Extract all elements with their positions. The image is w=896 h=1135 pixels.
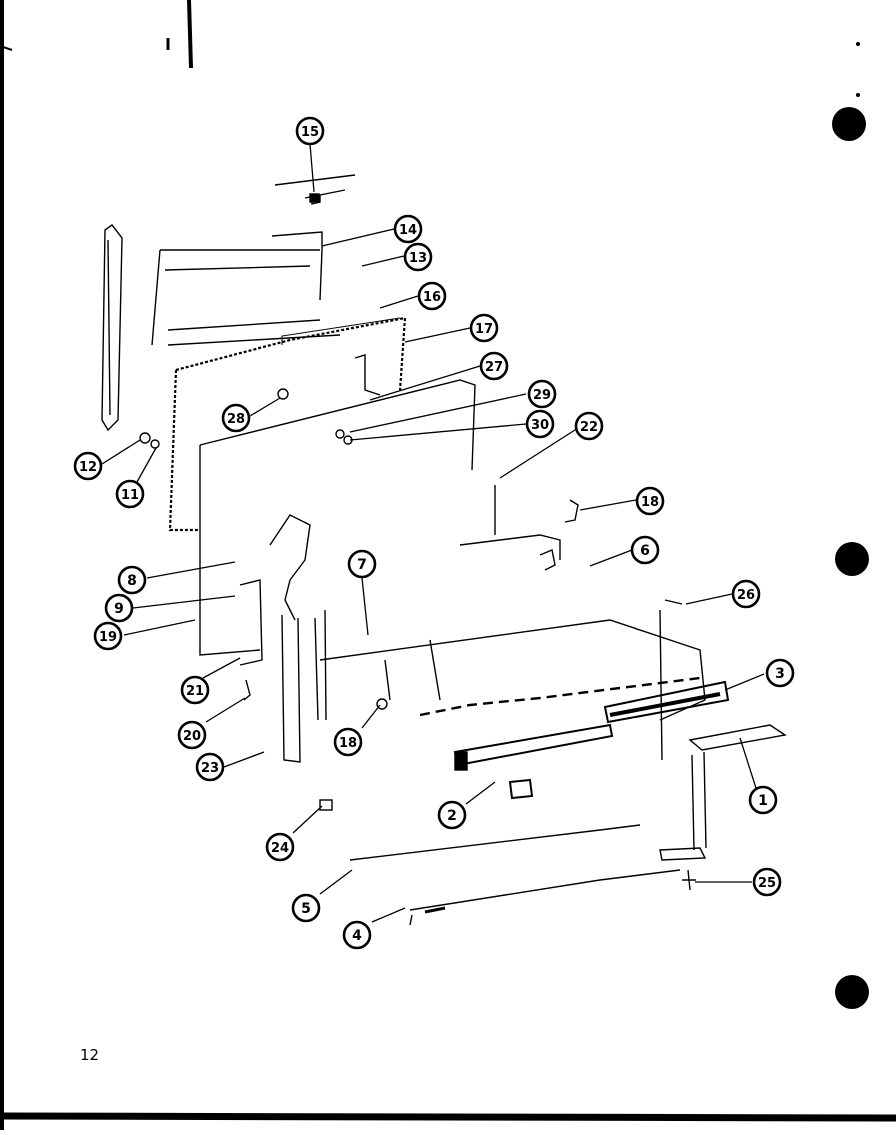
callout-circle: [177, 720, 207, 750]
callout-28: 28: [221, 403, 251, 433]
callout-number: 11: [121, 488, 139, 503]
callout-circle: [291, 893, 321, 923]
callout-30: 30: [525, 409, 555, 439]
callout-circle: [195, 752, 225, 782]
callout-number: 24: [271, 841, 289, 856]
callout-16: 16: [417, 281, 447, 311]
callout-circle: [104, 593, 134, 623]
callout-1: 1: [748, 785, 778, 815]
callout-18a: 18: [635, 486, 665, 516]
callout-number: 18: [339, 736, 357, 751]
callout-number: 4: [352, 928, 362, 944]
callout-number: 14: [399, 223, 417, 238]
callout-circle: [342, 920, 372, 950]
callout-number: 17: [475, 322, 493, 337]
callout-number: 16: [423, 290, 441, 305]
callout-21: 21: [180, 675, 210, 705]
callout-23: 23: [195, 752, 225, 782]
parts-line-art: [101, 174, 787, 926]
callout-24: 24: [265, 832, 295, 862]
callout-number: 1: [758, 793, 768, 809]
callout-circle: [574, 411, 604, 441]
callout-number: 12: [79, 460, 97, 475]
callout-circle: [221, 403, 251, 433]
callout-26: 26: [731, 579, 761, 609]
callout-number: 9: [114, 601, 124, 617]
callout-circle: [117, 565, 147, 595]
callout-27: 27: [479, 351, 509, 381]
callout-17: 17: [469, 313, 499, 343]
callout-circle: [180, 675, 210, 705]
callout-22: 22: [574, 411, 604, 441]
callout-number: 30: [531, 418, 549, 433]
callout-circle: [333, 727, 363, 757]
callout-number: 28: [227, 412, 245, 427]
callout-circle: [479, 351, 509, 381]
callout-circle: [765, 658, 795, 688]
callout-number: 29: [533, 388, 551, 403]
callout-circle: [403, 242, 433, 272]
leader-lines: [101, 143, 765, 923]
callout-number: 19: [99, 630, 117, 645]
callout-15: 15: [295, 116, 325, 146]
callout-circle: [731, 579, 761, 609]
callout-circle: [752, 867, 782, 897]
callout-9: 9: [104, 593, 134, 623]
callout-number: 15: [301, 125, 319, 140]
binder-holes: [832, 42, 869, 1009]
callout-number: 26: [737, 588, 755, 603]
callout-circle: [527, 379, 557, 409]
callout-number: 6: [640, 543, 650, 559]
callout-circle: [347, 549, 377, 579]
callout-12: 12: [73, 451, 103, 481]
callout-11: 11: [115, 479, 145, 509]
callout-circle: [469, 313, 499, 343]
callout-circle: [630, 535, 660, 565]
callout-25: 25: [752, 867, 782, 897]
callout-number: 3: [775, 666, 785, 682]
callout-number: 5: [301, 901, 311, 917]
callout-circle: [635, 486, 665, 516]
callout-number: 20: [183, 729, 201, 744]
callout-circle: [295, 116, 325, 146]
callout-13: 13: [403, 242, 433, 272]
callout-circle: [115, 479, 145, 509]
callout-6: 6: [630, 535, 660, 565]
page-number: 12: [80, 1046, 100, 1064]
callout-circle: [73, 451, 103, 481]
callout-5: 5: [291, 893, 321, 923]
callout-circle: [265, 832, 295, 862]
callout-circle: [93, 621, 123, 651]
callout-number: 27: [485, 360, 503, 375]
callout-circle: [437, 800, 467, 830]
callout-19: 19: [93, 621, 123, 651]
callout-14: 14: [393, 214, 423, 244]
callout-8: 8: [117, 565, 147, 595]
callout-7: 7: [347, 549, 377, 579]
callout-18b: 18: [333, 727, 363, 757]
callout-20: 20: [177, 720, 207, 750]
callout-4: 4: [342, 920, 372, 950]
callout-number: 25: [758, 876, 776, 891]
callout-number: 22: [580, 420, 598, 435]
callout-number: 7: [357, 557, 367, 573]
callout-circle: [417, 281, 447, 311]
callout-3: 3: [765, 658, 795, 688]
callout-circle: [748, 785, 778, 815]
callout-circle: [525, 409, 555, 439]
callout-number: 18: [641, 495, 659, 510]
callout-number: 13: [409, 251, 427, 266]
callout-2: 2: [437, 800, 467, 830]
callout-29: 29: [527, 379, 557, 409]
callout-number: 2: [447, 808, 457, 824]
callout-number: 8: [127, 573, 137, 589]
callout-number: 21: [186, 684, 204, 699]
callout-number: 23: [201, 761, 219, 776]
callout-circle: [393, 214, 423, 244]
